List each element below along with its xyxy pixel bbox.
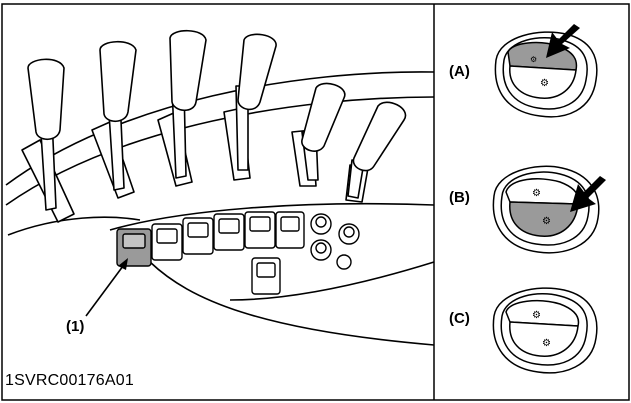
lever-2-grip	[99, 40, 137, 123]
callout-leader	[85, 261, 127, 317]
lever-5-grip	[301, 82, 346, 152]
svg-text:⚙: ⚙	[542, 216, 551, 227]
svg-text:⚙: ⚙	[530, 55, 537, 64]
lever-4-grip	[237, 33, 277, 111]
switch-panel-c: ⚙ ⚙	[492, 287, 598, 374]
panel-b-label: (B)	[449, 189, 470, 206]
svg-text:⚙: ⚙	[532, 188, 541, 199]
console-knobs	[310, 213, 360, 270]
callout-arrowhead	[118, 258, 128, 270]
image-code: 1SVRC00176A01	[5, 372, 134, 389]
panel-a-arrow	[546, 24, 580, 58]
callout-label: (1)	[66, 318, 85, 335]
svg-text:⚙: ⚙	[532, 310, 541, 321]
lever-3-grip	[169, 29, 207, 112]
switch-panel-a: ⚙ ⚙	[494, 31, 598, 118]
console-switch-row	[116, 211, 305, 295]
svg-text:⚙: ⚙	[542, 338, 551, 349]
panel-b-bottom-pressed	[509, 201, 579, 237]
lever-6-grip	[352, 101, 407, 172]
joystick-levers	[21, 29, 407, 223]
panel-a-label: (A)	[449, 63, 470, 80]
control-console	[5, 71, 435, 346]
outer-frame	[1, 3, 630, 401]
switch-panel-b: ⚙ ⚙	[492, 165, 600, 254]
lever-1-grip	[27, 58, 65, 141]
svg-text:⚙: ⚙	[540, 78, 549, 89]
panel-c-label: (C)	[449, 310, 470, 327]
panel-b-arrow	[570, 176, 606, 212]
